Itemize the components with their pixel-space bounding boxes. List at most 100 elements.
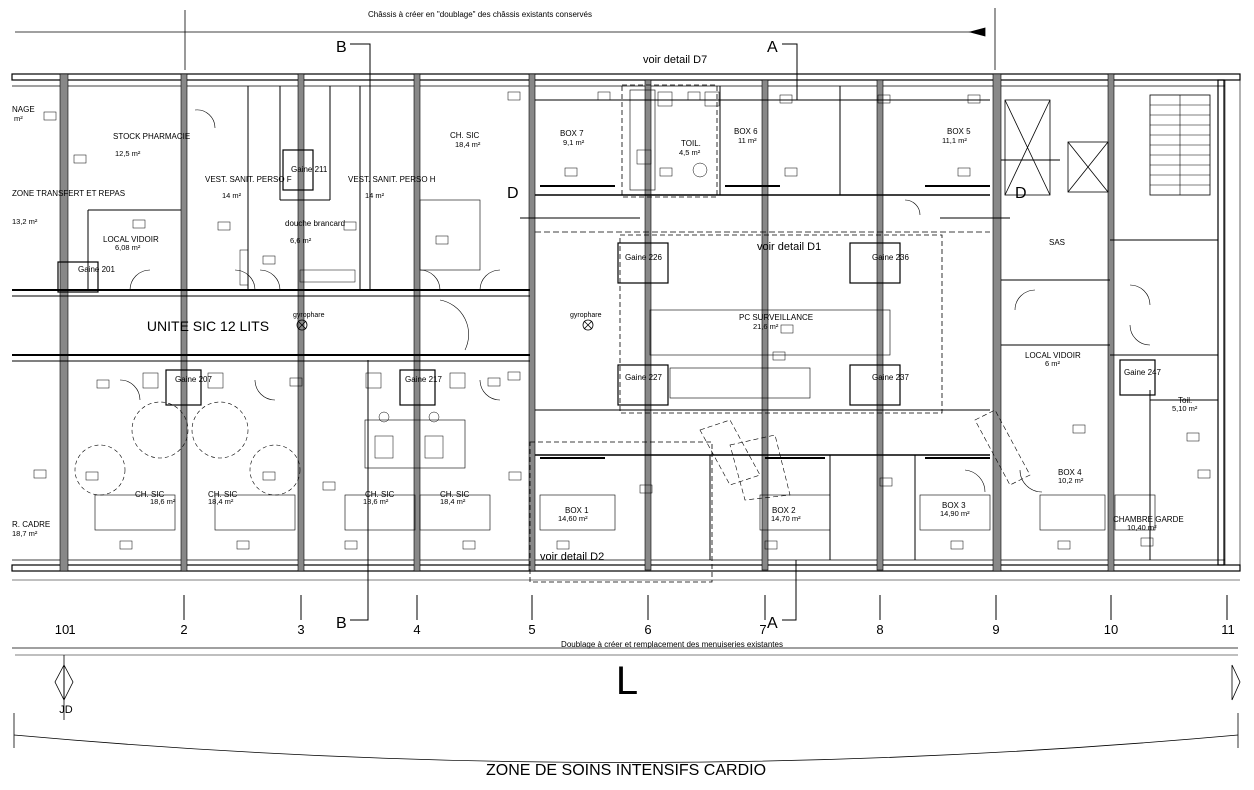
axis-label: 3: [297, 622, 304, 637]
room-name: CH. SIC: [450, 131, 480, 140]
axis-label: 4: [413, 622, 420, 637]
axis-label: 1: [68, 622, 75, 637]
room-area: 14,60 m²: [558, 514, 588, 523]
furniture: [94, 89, 1156, 531]
room-name: SAS: [1049, 238, 1065, 247]
room-area: 6 m²: [1045, 359, 1061, 368]
joint-label: JD: [59, 704, 73, 716]
room-name: Gaine 211: [291, 165, 328, 174]
room-name: VEST. SANIT. PERSO F: [205, 175, 292, 184]
section-b-top: B: [336, 39, 347, 56]
room-area: 11 m²: [738, 136, 757, 145]
room-name: Toil.: [1178, 396, 1192, 405]
room-name: douche brancard: [285, 219, 345, 228]
room-name: LOCAL VIDOIR: [103, 235, 159, 244]
room-area: 6,08 m²: [115, 243, 141, 252]
room-area: 12,5 m²: [115, 149, 141, 158]
room-name: BOX 6: [734, 127, 758, 136]
room-area: 18,6 m²: [363, 497, 389, 506]
gyrophare-label-2: gyrophare: [570, 312, 602, 319]
room-name: R. CADRE: [12, 520, 50, 529]
room-name: LOCAL VIDOIR: [1025, 351, 1081, 360]
room-area: 18,4 m²: [455, 140, 481, 149]
room-name: CH. SIC: [135, 490, 165, 499]
section-b-bottom: B: [336, 615, 347, 632]
room-name: CH. SIC: [365, 490, 395, 499]
bed-circles: [74, 401, 301, 496]
gyrophare-symbols: [296, 319, 594, 331]
box-beds: [699, 409, 1031, 501]
section-d-right: D: [1015, 185, 1027, 202]
room-area: 18,7 m²: [12, 529, 38, 538]
room-name: Gaine 226: [625, 253, 662, 262]
room-name: CHAMBRE GARDE: [1113, 515, 1184, 524]
room-name: Gaine 247: [1124, 368, 1161, 377]
axis-labels: 10 1 2 3 4 5 6 7 8 9 10 11: [55, 622, 1235, 637]
room-area: 18,4 m²: [208, 497, 234, 506]
room-name: Gaine 201: [78, 265, 115, 274]
room-name: NAGE: [12, 105, 35, 114]
room-name: BOX 2: [772, 506, 796, 515]
section-markers: [183, 43, 1228, 621]
room-name: BOX 5: [947, 127, 971, 136]
axis-label: 10: [55, 622, 69, 637]
room-name: CH. SIC: [208, 490, 238, 499]
room-area: 14 m²: [222, 191, 242, 200]
axis-label: 10: [1104, 622, 1118, 637]
room-area: 21,6 m²: [753, 322, 779, 331]
dimension-letter: L: [616, 659, 638, 703]
structural-columns: [59, 73, 1115, 572]
room-name: BOX 4: [1058, 468, 1082, 477]
shaft-boxes: [57, 149, 1156, 406]
axis-label: 2: [180, 622, 187, 637]
room-name: Gaine 227: [625, 373, 662, 382]
room-name: VEST. SANIT. PERSO H: [348, 175, 436, 184]
axis-label: 6: [644, 622, 651, 637]
staircase: [1150, 95, 1210, 195]
room-name: STOCK PHARMACIE: [113, 132, 190, 141]
axis-label: 5: [528, 622, 535, 637]
room-name: CH. SIC: [440, 490, 470, 499]
room-area: 14 m²: [365, 191, 385, 200]
sanitary-fixtures: [142, 91, 720, 459]
room-area: 11,1 m²: [942, 136, 967, 145]
detail-d1-label: voir detail D1: [757, 241, 821, 253]
unit-title: UNITE SIC 12 LITS: [147, 318, 269, 334]
room-area: 14,90 m²: [940, 509, 970, 518]
room-labels: NAGE m² STOCK PHARMACIE 12,5 m² VEST. SA…: [12, 105, 1198, 538]
door-swings: [119, 109, 1151, 493]
axis-label: 9: [992, 622, 999, 637]
dimension-lines: [12, 8, 1241, 763]
room-name: Gaine 207: [175, 375, 212, 384]
outer-walls: [11, 73, 1241, 581]
top-note: Châssis à créer en "doublage" des châssi…: [368, 10, 592, 19]
section-a-top: A: [767, 39, 778, 56]
room-name: BOX 3: [942, 501, 966, 510]
room-area: 14,70 m²: [771, 514, 801, 523]
detail-d2-label: voir detail D2: [540, 551, 604, 563]
axis-label: 8: [876, 622, 883, 637]
room-area: 13,2 m²: [12, 217, 38, 226]
room-area: m²: [14, 114, 23, 123]
room-area: 6,6 m²: [290, 236, 312, 245]
room-name: BOX 1: [565, 506, 589, 515]
gyrophare-label-1: gyrophare: [293, 312, 325, 319]
room-name: PC SURVEILLANCE: [739, 313, 813, 322]
room-area: 10,2 m²: [1058, 476, 1084, 485]
bottom-note: Doublage à créer et remplacement des men…: [561, 640, 783, 649]
room-area: 10,40 m²: [1127, 523, 1157, 532]
room-name: Gaine 236: [872, 253, 909, 262]
room-name: TOIL.: [681, 139, 701, 148]
detail-regions: [529, 84, 943, 583]
room-name: BOX 7: [560, 129, 584, 138]
room-area: 18,6 m²: [150, 497, 176, 506]
zone-title: ZONE DE SOINS INTENSIFS CARDIO: [486, 762, 766, 779]
room-area: 9,1 m²: [563, 138, 585, 147]
room-name: Gaine 237: [872, 373, 909, 382]
room-area: 4,5 m²: [679, 148, 701, 157]
room-area: 18,4 m²: [440, 497, 466, 506]
axis-label: 7: [759, 622, 766, 637]
room-name: ZONE TRANSFERT ET REPAS: [12, 189, 125, 198]
room-area: 5,10 m²: [1172, 404, 1198, 413]
